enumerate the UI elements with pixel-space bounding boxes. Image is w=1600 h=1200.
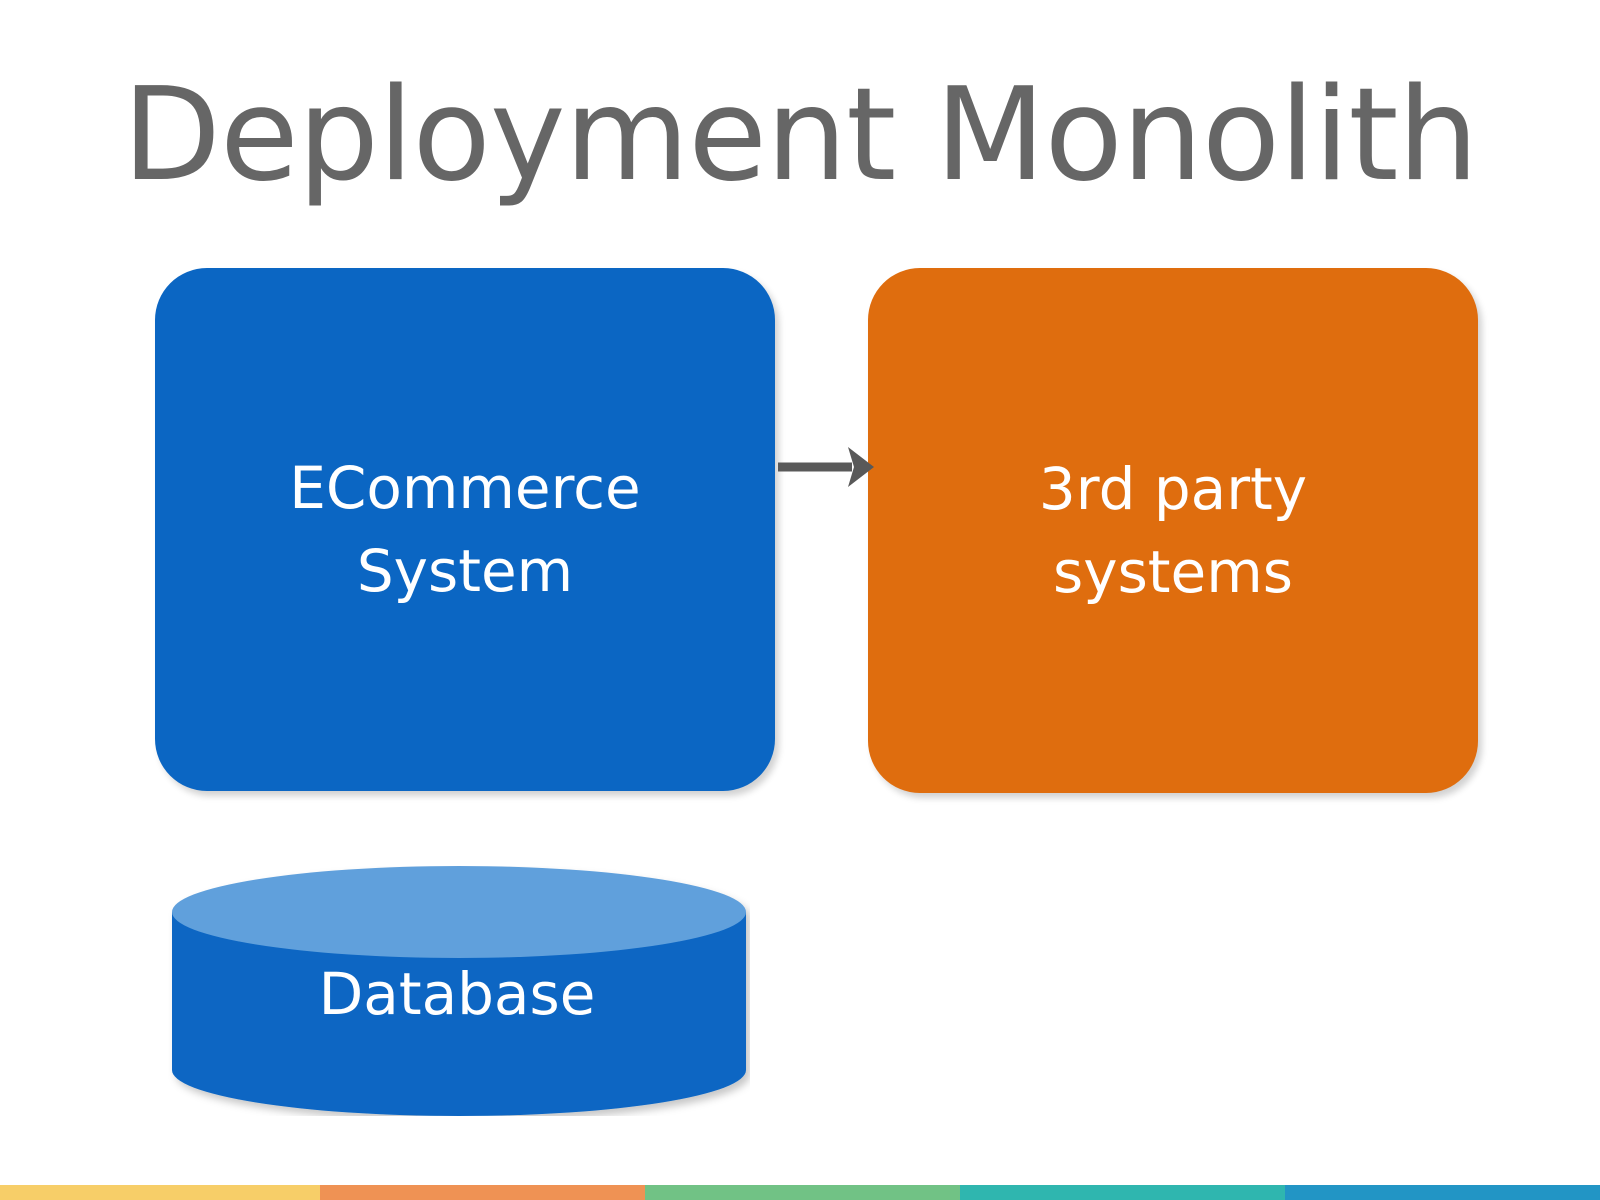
node-third-party-systems-label: 3rd party systems	[1021, 448, 1325, 613]
footer-color-strip	[0, 1185, 1600, 1200]
node-third-party-systems[interactable]: 3rd party systems	[868, 268, 1478, 793]
connector-ecommerce-to-thirdparty[interactable]	[770, 432, 880, 502]
footer-strip-segment-teal	[959, 1185, 1285, 1200]
footer-strip-segment-blue	[1284, 1185, 1600, 1200]
database-cylinder-icon	[172, 866, 746, 1116]
node-database[interactable]	[168, 866, 750, 1116]
node-third-party-systems-label-line2: systems	[1053, 537, 1293, 606]
node-ecommerce-system-label-line1: ECommerce	[289, 454, 641, 523]
page-title: Deployment Monolith	[122, 61, 1478, 210]
footer-strip-segment-yellow	[0, 1185, 320, 1200]
footer-strip-segment-green	[644, 1185, 960, 1200]
node-ecommerce-system-label-line2: System	[356, 536, 574, 605]
arrow-right-icon	[778, 447, 874, 487]
footer-strip-segment-orange	[320, 1185, 645, 1200]
node-third-party-systems-label-line1: 3rd party	[1038, 455, 1308, 524]
